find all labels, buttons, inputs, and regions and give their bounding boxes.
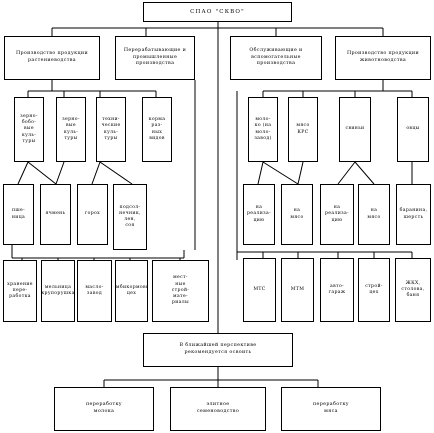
product-wheat: пше- ница [3,184,34,245]
product-barley: ячмень [40,184,71,245]
product-lamb-wool: баранина, шерсть [396,184,431,245]
unit-mill: мельница крупорушка [41,260,75,322]
unit-storage: хранение пере- работка [3,260,37,322]
product-piglets-sale: на реализа- цию [320,184,354,245]
unit-mtm: МТМ [281,258,314,322]
group-service: Обслуживающие и вспомогательные производ… [230,36,322,80]
future-meat-processing: переработку мяса [281,387,381,431]
branch-pigs: свиньи [339,97,371,162]
branch-technical: техни- ческие куль- туры [96,97,126,162]
unit-garage: авто- гараж [320,258,354,322]
unit-housing: ЖКХ, столова, баня [395,258,431,322]
product-cattle-meat: на мясо [281,184,313,245]
product-sunflower: подсол- нечник, лен, соя [113,184,147,250]
unit-local-materials: мест- ные строй- мате- риалы [152,260,209,322]
unit-mts: МТС [243,258,276,322]
product-peas: горох [77,184,108,245]
group-livestock: Производство продукции животноводства [335,36,431,80]
unit-construction: строй- цех [358,258,390,322]
branch-fodder: корма раз- ных видов [142,97,172,162]
group-processing: Перерабатывающие и промышленные производ… [115,36,195,80]
group-crop-production: Производство продукции растениеводства [4,36,100,80]
recommendation-box: В ближайшей перспективе рекомендуется ос… [143,333,293,367]
unit-oil: масло- завод [77,260,112,322]
product-pig-meat: на мясо [358,184,390,245]
org-title-box: СПАО "СКВО" [143,2,292,22]
future-milk-processing: переработку молока [54,387,154,431]
branch-dairy: моло- ко (на моло- завод) [248,97,278,162]
unit-feed: комбикормовый цех [115,260,148,322]
branch-grain-legumes: зерно- бобо- вые куль- туры [14,97,44,162]
future-seed-production: элитное семеноводство [170,387,266,431]
product-milk-sale: на реализа- цию [243,184,275,245]
branch-cattle: мясо КРС [288,97,318,162]
branch-grain: зерно- вые куль- туры [56,97,86,162]
branch-sheep: овцы [397,97,429,162]
